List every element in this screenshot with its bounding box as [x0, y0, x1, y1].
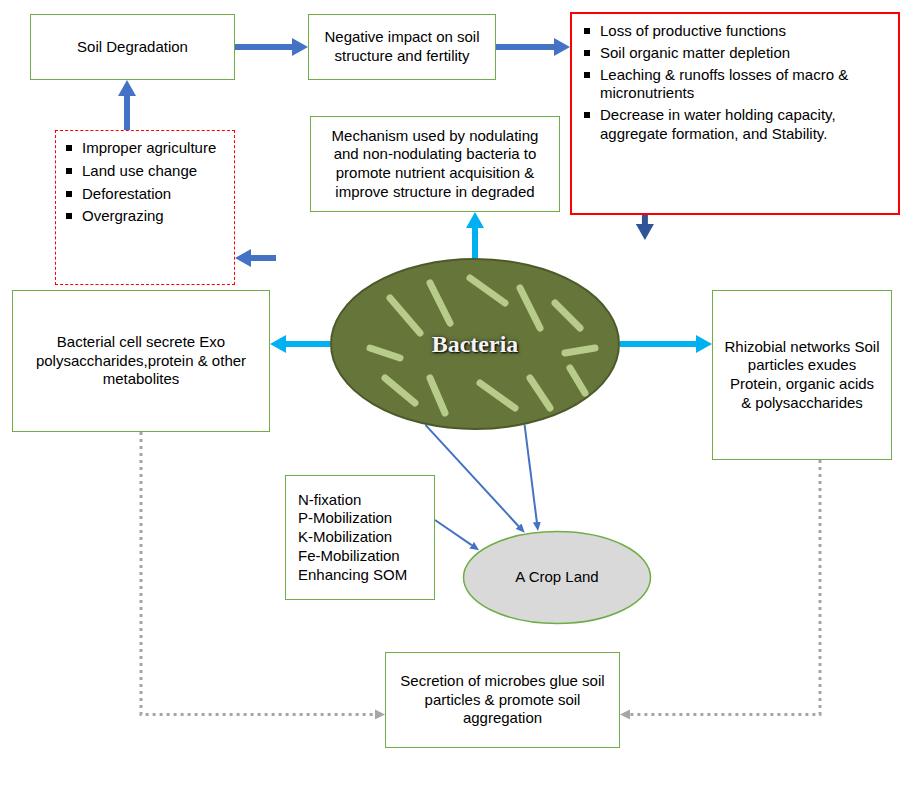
list-row: Enhancing SOM — [298, 566, 422, 585]
list-row: K-Mobilization — [298, 528, 422, 547]
arrow-connector — [435, 520, 472, 545]
list-row: Overgrazing — [66, 207, 224, 226]
node-text: Bacterial cell secrete Exo polysaccharid… — [23, 333, 259, 389]
node-text: A Crop Land — [515, 568, 598, 587]
bacterium-rod — [370, 348, 400, 358]
list-item: Decrease in water holding capacity, aggr… — [600, 106, 888, 144]
bacterium-rod — [555, 303, 580, 328]
process-box: Bacterial cell secrete Exo polysaccharid… — [12, 290, 270, 432]
arrow-connector — [525, 425, 537, 522]
list-row: Loss of productive functions — [584, 22, 888, 41]
bacterium-rod — [470, 278, 505, 303]
bacterium-rod — [385, 378, 415, 403]
bacterium-rod — [520, 288, 540, 328]
image-label: Bacteria — [432, 329, 519, 359]
node-text: Mechanism used by nodulating and non-nod… — [321, 127, 549, 202]
arrow-connector — [472, 228, 478, 258]
function-list-box: N-fixationP-MobilizationK-MobilizationFe… — [285, 475, 435, 600]
bullet-marker — [584, 112, 590, 118]
arrow-connector — [496, 44, 554, 50]
process-box: Soil Degradation — [30, 14, 235, 80]
arrow-connector — [251, 255, 276, 261]
ellipse-shape — [464, 532, 651, 624]
list-row: Land use change — [66, 162, 224, 181]
mechanism-panel: BacteriaN-fixationP-MobilizationK-Mobili… — [276, 240, 660, 786]
list-item: P-Mobilization — [298, 509, 392, 528]
bacterium-rod — [390, 298, 420, 333]
list-item: Improper agriculture — [82, 139, 216, 158]
bullet-marker — [66, 191, 72, 197]
bullet-marker — [584, 50, 590, 56]
bacterium-rod — [565, 348, 595, 353]
list-item: Enhancing SOM — [298, 566, 407, 585]
arrow-connector — [642, 215, 648, 224]
bullet-marker — [66, 145, 72, 151]
arrow-connector — [425, 425, 518, 526]
list-row: Fe-Mobilization — [298, 547, 422, 566]
node-text: Soil Degradation — [77, 38, 188, 57]
list-item: Soil organic matter depletion — [600, 44, 790, 63]
node-text: Negative impact on soil structure and fe… — [319, 28, 485, 66]
list-row: P-Mobilization — [298, 509, 422, 528]
list-row: Soil organic matter depletion — [584, 44, 888, 63]
arrow-connector — [235, 44, 292, 50]
list-row: Leaching & runoffs losses of macro & mic… — [584, 66, 888, 104]
list-item: Leaching & runoffs losses of macro & mic… — [600, 66, 888, 104]
bullet-marker — [66, 213, 72, 219]
bacterium-rod — [570, 368, 585, 393]
cropland-ellipse: A Crop Land — [462, 530, 652, 625]
effects-box: Loss of productive functionsSoil organic… — [570, 12, 900, 215]
frame-line — [10, 10, 906, 786]
list-row: Decrease in water holding capacity, aggr… — [584, 106, 888, 144]
process-box: Secretion of microbes glue soil particle… — [385, 652, 620, 748]
arrow-connector — [286, 341, 330, 347]
bacterium-rod — [480, 383, 515, 408]
node-text: Rhizobial networks Soil particles exudes… — [723, 338, 881, 413]
arrow-connector — [630, 460, 820, 714]
bullet-marker — [584, 28, 590, 34]
list-row: N-fixation — [298, 491, 422, 510]
arrow-connector — [124, 96, 130, 130]
node-text: Secretion of microbes glue soil particle… — [396, 672, 609, 728]
list-row: Deforestation — [66, 185, 224, 204]
list-item: Land use change — [82, 162, 197, 181]
list-row: Improper agriculture — [66, 139, 224, 158]
process-box: Rhizobial networks Soil particles exudes… — [712, 290, 892, 460]
bacterium-rod — [430, 283, 450, 323]
bacteria-ellipse-shape — [331, 259, 619, 429]
process-box: Negative impact on soil structure and fe… — [308, 14, 496, 80]
bacterium-rod — [430, 378, 445, 413]
list-item: Deforestation — [82, 185, 171, 204]
bacteria-ellipse: Bacteria — [330, 258, 620, 430]
bacterium-rod — [530, 378, 550, 408]
list-item: N-fixation — [298, 491, 361, 510]
causes-box: Improper agricultureLand use changeDefor… — [55, 130, 235, 285]
list-item: K-Mobilization — [298, 528, 392, 547]
list-item: Overgrazing — [82, 207, 164, 226]
arrow-connector — [620, 341, 696, 347]
list-item: Loss of productive functions — [600, 22, 786, 41]
bullet-marker — [584, 72, 590, 78]
list-item: Fe-Mobilization — [298, 547, 400, 566]
bullet-marker — [66, 168, 72, 174]
process-box: Mechanism used by nodulating and non-nod… — [310, 116, 560, 212]
